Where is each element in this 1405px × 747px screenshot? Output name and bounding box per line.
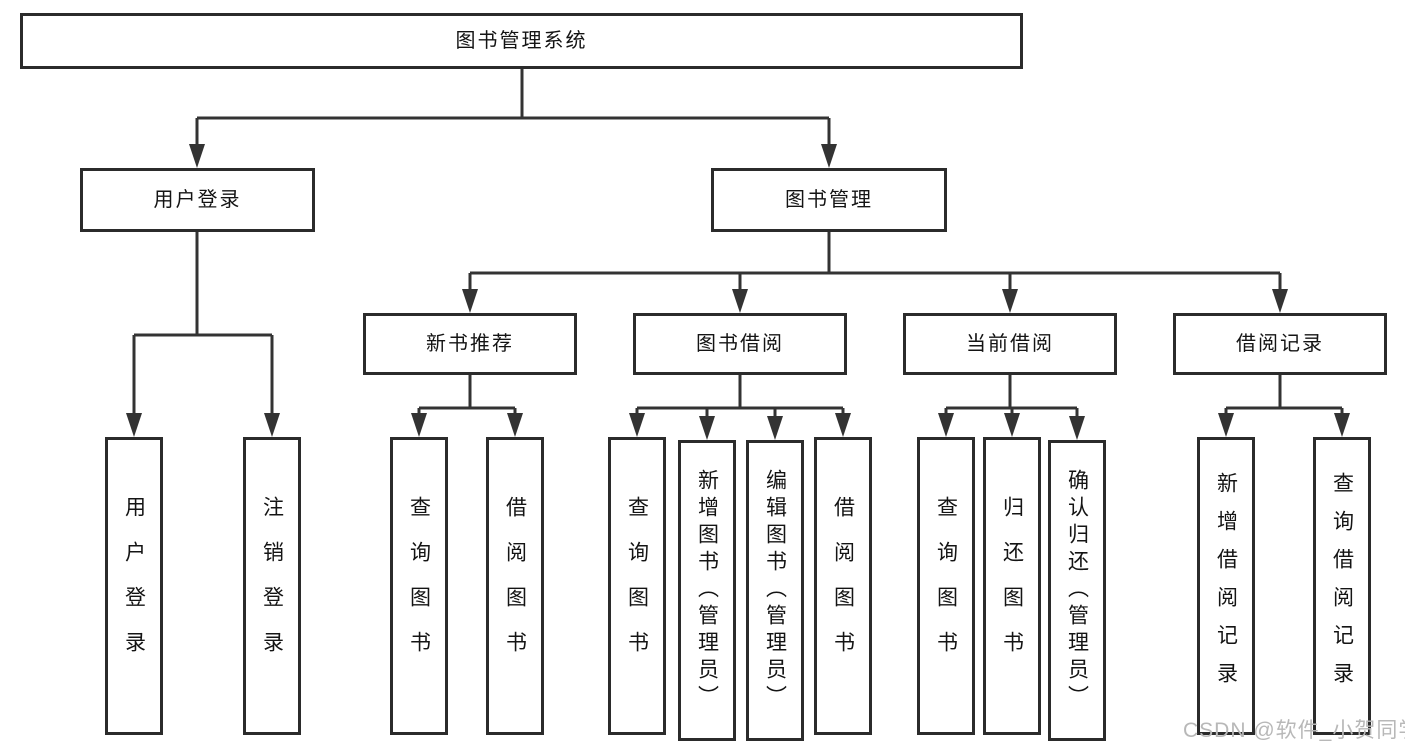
node-label: 当前借阅	[966, 333, 1054, 355]
node-query-books-new: 查询图书	[390, 437, 448, 735]
arrowhead	[126, 413, 142, 437]
arrowhead	[1218, 413, 1234, 437]
node-label: 借阅图书	[831, 496, 855, 676]
node-label: 借阅记录	[1236, 333, 1324, 355]
node-label: 确认归还（管理员）	[1065, 469, 1089, 712]
node-edit-books-admin: 编辑图书（管理员）	[746, 440, 804, 741]
arrowhead	[264, 413, 280, 437]
node-book-mgmt: 图书管理	[711, 168, 947, 232]
node-add-books-admin: 新增图书（管理员）	[678, 440, 736, 741]
node-label: 图书管理	[785, 189, 873, 211]
node-query-books-current: 查询图书	[917, 437, 975, 735]
node-root: 图书管理系统	[20, 13, 1023, 69]
arrowhead	[1004, 413, 1020, 437]
arrowhead	[1002, 289, 1018, 313]
arrowhead	[699, 416, 715, 440]
node-user-login: 用户登录	[80, 168, 315, 232]
arrowhead	[821, 144, 837, 168]
node-label: 查询借阅记录	[1330, 472, 1354, 700]
arrowhead	[507, 413, 523, 437]
watermark: CSDN @软件_小贺同学	[1183, 719, 1405, 742]
arrowhead	[767, 416, 783, 440]
node-label: 查询图书	[625, 496, 649, 676]
node-book-borrow: 图书借阅	[633, 313, 847, 375]
node-label: 用户登录	[122, 496, 146, 676]
node-query-borrow-record: 查询借阅记录	[1313, 437, 1371, 735]
arrowhead	[189, 144, 205, 168]
arrowhead	[1334, 413, 1350, 437]
arrowhead	[1272, 289, 1288, 313]
arrowhead	[732, 289, 748, 313]
node-label: 编辑图书（管理员）	[763, 469, 787, 712]
node-current-borrow: 当前借阅	[903, 313, 1117, 375]
node-label: 注销登录	[260, 496, 284, 676]
node-label: 查询图书	[934, 496, 958, 676]
arrowhead	[411, 413, 427, 437]
node-label: 查询图书	[407, 496, 431, 676]
node-return-books: 归还图书	[983, 437, 1041, 735]
node-label: 新增图书（管理员）	[695, 469, 719, 712]
node-label: 新增借阅记录	[1214, 472, 1238, 700]
node-borrow-records: 借阅记录	[1173, 313, 1387, 375]
node-user-login-op: 用户登录	[105, 437, 163, 735]
node-label: 图书管理系统	[455, 30, 588, 52]
node-add-borrow-record: 新增借阅记录	[1197, 437, 1255, 735]
node-label: 归还图书	[1000, 496, 1024, 676]
node-borrow-books-op: 借阅图书	[814, 437, 872, 735]
node-label: 借阅图书	[503, 496, 527, 676]
node-new-book-rec: 新书推荐	[363, 313, 577, 375]
node-label: 新书推荐	[426, 333, 514, 355]
node-logout-op: 注销登录	[243, 437, 301, 735]
arrowhead	[462, 289, 478, 313]
arrowhead	[1069, 416, 1085, 440]
node-query-books-borrow: 查询图书	[608, 437, 666, 735]
arrowhead	[629, 413, 645, 437]
node-label: 图书借阅	[696, 333, 784, 355]
node-confirm-return-admin: 确认归还（管理员）	[1048, 440, 1106, 741]
node-label: 用户登录	[153, 189, 242, 211]
node-borrow-books-new: 借阅图书	[486, 437, 544, 735]
arrowhead	[938, 413, 954, 437]
arrowhead	[835, 413, 851, 437]
